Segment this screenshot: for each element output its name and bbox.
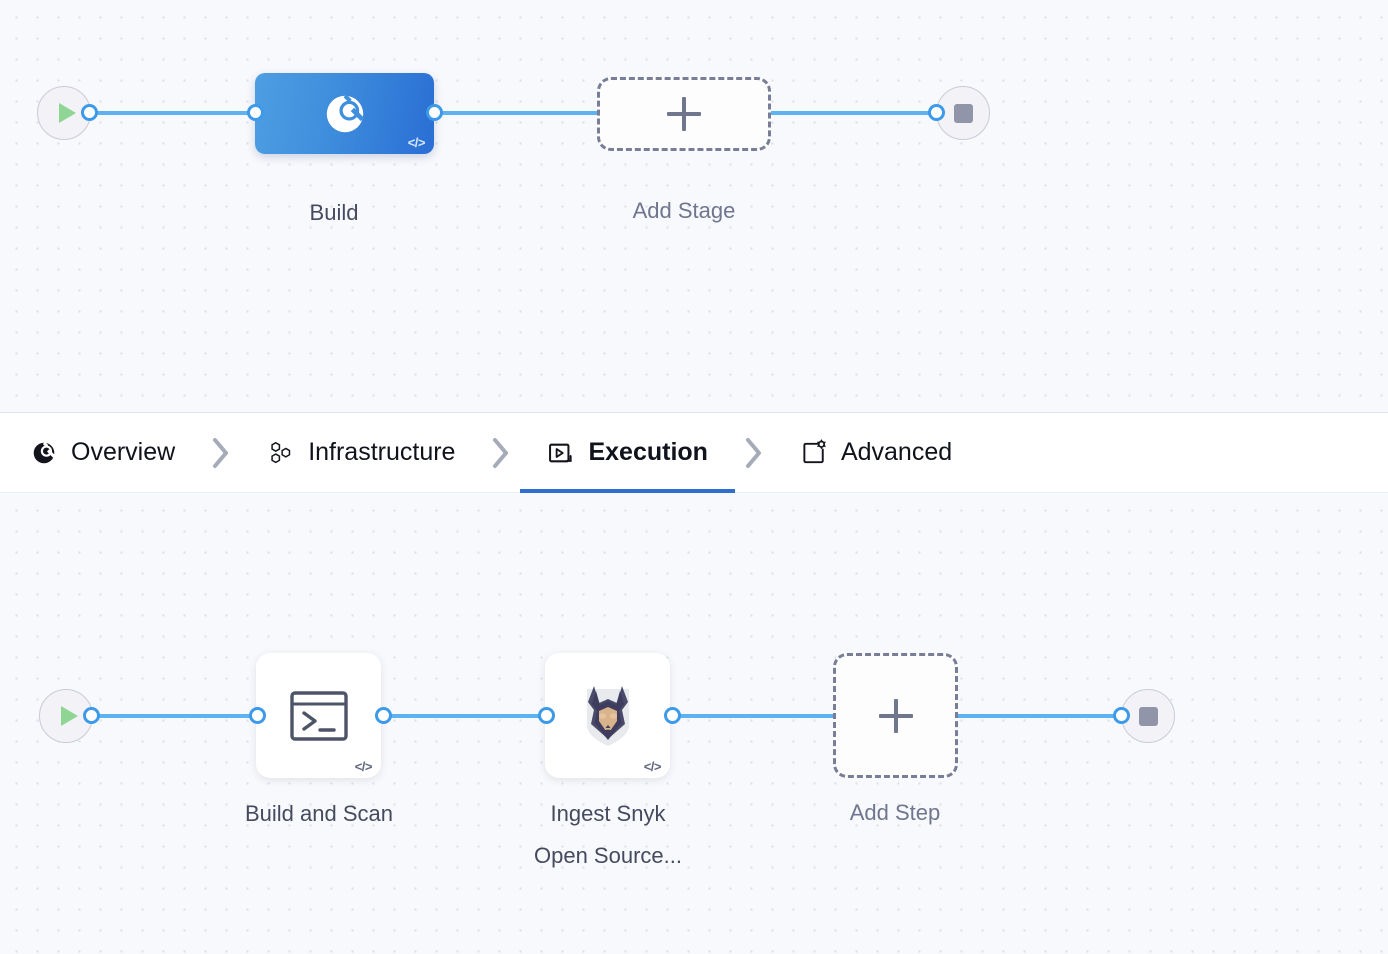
code-view-icon[interactable]: </> — [407, 135, 426, 150]
chevron-right-icon — [175, 436, 267, 470]
tab-execution[interactable]: Execution — [520, 412, 736, 493]
plus-icon — [667, 97, 701, 131]
add-step-label: Add Step — [849, 800, 941, 825]
step-end-node[interactable] — [1121, 689, 1175, 743]
stage-start-port[interactable] — [81, 104, 98, 121]
step-node-ingest-snyk-label: Ingest Snyk Open Source... — [534, 801, 682, 868]
chevron-right-icon — [455, 436, 547, 470]
stage-wire-build-addstage — [420, 111, 620, 115]
play-icon — [58, 103, 76, 123]
config-tabbar: Overview Infrastructure — [0, 412, 1388, 493]
stage-build-output-port[interactable] — [426, 104, 443, 121]
code-view-icon[interactable]: </> — [643, 759, 662, 774]
step-node-build-and-scan-label: Build and Scan — [245, 801, 393, 826]
step-build-input-port[interactable] — [249, 707, 266, 724]
tab-infrastructure-label: Infrastructure — [308, 438, 456, 466]
stop-icon — [1138, 706, 1158, 726]
stage-end-node[interactable] — [936, 86, 990, 140]
snyk-dog-icon — [586, 685, 629, 746]
step-wire-build-snyk — [370, 714, 560, 718]
plus-icon — [878, 698, 913, 733]
tab-overview-label: Overview — [71, 438, 176, 466]
stage-node-build-label: Build — [309, 200, 359, 225]
step-canvas[interactable]: </> Build and Scan </> Ingest Snyk Open … — [0, 493, 1388, 954]
play-box-icon — [547, 439, 575, 467]
security-scan-icon — [30, 439, 58, 467]
stop-icon — [953, 103, 973, 123]
step-start-port[interactable] — [83, 707, 100, 724]
box-gear-icon — [800, 438, 828, 467]
add-step-button[interactable] — [833, 653, 958, 778]
tab-overview[interactable]: Overview — [30, 412, 175, 493]
play-icon — [60, 706, 78, 726]
step-wire-snyk-addstep — [660, 714, 860, 718]
tab-execution-label: Execution — [588, 438, 708, 466]
add-stage-button[interactable] — [597, 77, 771, 151]
code-view-icon[interactable]: </> — [354, 759, 373, 774]
add-stage-label: Add Stage — [632, 198, 736, 223]
step-end-port[interactable] — [1113, 707, 1130, 724]
tab-advanced[interactable]: Advanced — [800, 412, 952, 493]
step-wire-start-build — [80, 714, 270, 718]
stage-canvas[interactable]: </> Build Add Stage — [0, 0, 1388, 412]
stage-build-input-port[interactable] — [247, 104, 264, 121]
step-wire-addstep-end — [945, 714, 1140, 718]
step-snyk-output-port[interactable] — [664, 707, 681, 724]
chevron-right-icon — [708, 436, 800, 470]
tab-advanced-label: Advanced — [840, 438, 953, 466]
stage-wire-addstage-end — [755, 111, 955, 115]
step-snyk-input-port[interactable] — [538, 707, 555, 724]
stage-wire-start-build — [78, 111, 268, 115]
step-build-output-port[interactable] — [375, 707, 392, 724]
tab-infrastructure[interactable]: Infrastructure — [267, 412, 455, 493]
stage-end-port[interactable] — [928, 104, 945, 121]
stage-node-build[interactable]: </> — [255, 73, 434, 154]
security-scan-icon — [326, 93, 364, 132]
terminal-icon — [289, 690, 348, 741]
step-node-ingest-snyk[interactable]: </> — [545, 653, 670, 778]
hexagon-cluster-icon — [267, 439, 295, 467]
step-node-build-and-scan[interactable]: </> — [256, 653, 381, 778]
